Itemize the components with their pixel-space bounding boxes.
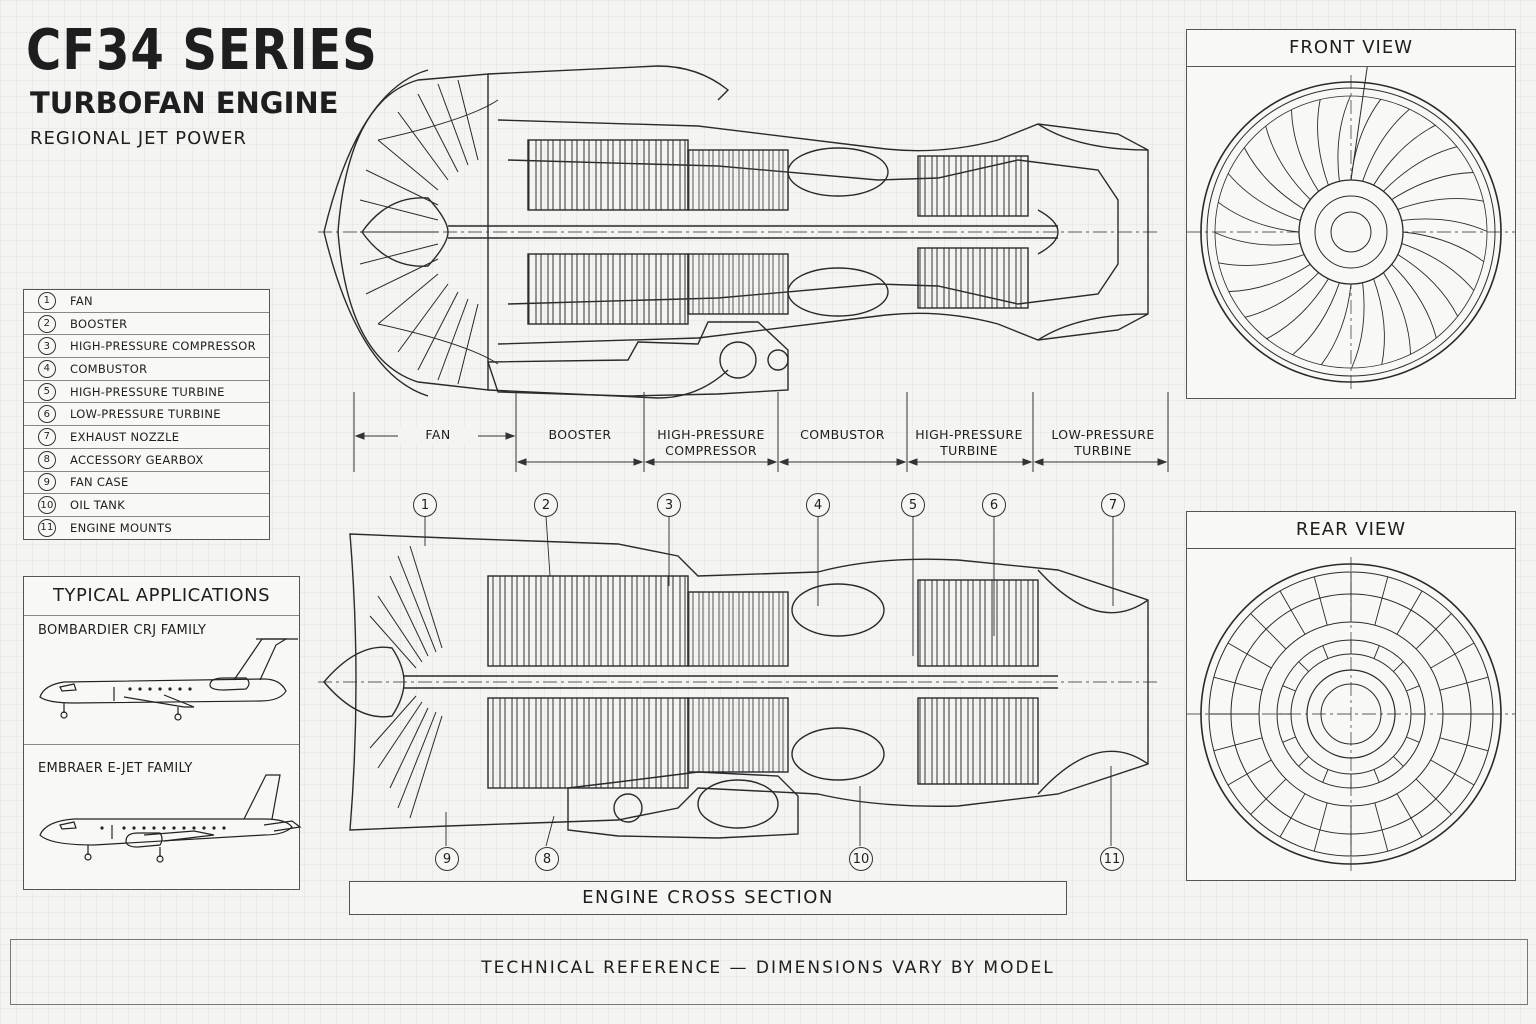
legend-item: 9 FAN CASE xyxy=(24,472,269,495)
callout-7: 7 xyxy=(1101,493,1125,517)
legend-item: 7 EXHAUST NOZZLE xyxy=(24,426,269,449)
ejet-aircraft-icon xyxy=(39,774,302,863)
legend-number: 7 xyxy=(38,427,56,446)
footer-note: TECHNICAL REFERENCE — DIMENSIONS VARY BY… xyxy=(481,958,1055,978)
callout-5: 5 xyxy=(901,493,925,517)
legend-number: 9 xyxy=(38,473,56,492)
footer-frame xyxy=(10,939,1528,1005)
page-tagline: REGIONAL JET POWER xyxy=(30,128,247,149)
legend-number: 4 xyxy=(38,359,56,378)
application-label: EMBRAER E-JET FAMILY xyxy=(38,761,193,776)
front-view-fan-drawing xyxy=(1187,67,1515,392)
divider xyxy=(24,615,299,616)
callout-6: 6 xyxy=(982,493,1006,517)
legend-label: HIGH-PRESSURE TURBINE xyxy=(70,384,225,399)
legend-item: 11 ENGINE MOUNTS xyxy=(24,517,269,539)
callout-3: 3 xyxy=(657,493,681,517)
legend-number: 11 xyxy=(38,518,56,537)
callout-10: 10 xyxy=(849,847,873,871)
legend-label: HIGH-PRESSURE COMPRESSOR xyxy=(70,339,256,354)
applications-panel: TYPICAL APPLICATIONS BOMBARDIER CRJ FAMI… xyxy=(23,576,302,890)
legend-number: 5 xyxy=(38,382,56,401)
legend-item: 1 FAN xyxy=(24,290,269,313)
legend-label: OIL TANK xyxy=(70,498,126,513)
crj-aircraft-icon xyxy=(39,638,298,721)
legend-item: 4 COMBUSTOR xyxy=(24,358,269,381)
legend-label: FAN xyxy=(70,293,93,308)
section-label-booster: BOOSTER xyxy=(548,427,612,442)
front-view-title: FRONT VIEW xyxy=(1187,30,1515,67)
legend-label: FAN CASE xyxy=(70,475,129,490)
section-label-fan: FAN xyxy=(398,427,478,443)
cross-section-label: ENGINE CROSS SECTION xyxy=(349,881,1067,915)
legend-label: ENGINE MOUNTS xyxy=(70,520,172,535)
callout-4: 4 xyxy=(806,493,830,517)
legend-item: 3 HIGH-PRESSURE COMPRESSOR xyxy=(24,335,269,359)
legend-item: 8 ACCESSORY GEARBOX xyxy=(24,449,269,472)
applications-title: TYPICAL APPLICATIONS xyxy=(53,585,270,606)
legend-number: 8 xyxy=(38,450,56,469)
legend-item: 5 HIGH-PRESSURE TURBINE xyxy=(24,381,269,404)
rear-view-title: REAR VIEW xyxy=(1187,512,1515,549)
engine-side-view xyxy=(318,65,1158,399)
legend-number: 6 xyxy=(38,405,56,424)
rear-view-panel: REAR VIEW xyxy=(1186,511,1516,881)
legend-label: ACCESSORY GEARBOX xyxy=(70,452,204,467)
divider xyxy=(24,744,299,745)
legend-number: 2 xyxy=(38,314,56,333)
rear-view-exhaust-drawing xyxy=(1187,557,1515,874)
legend-item: 10 OIL TANK xyxy=(24,494,269,517)
callout-8: 8 xyxy=(535,847,559,871)
section-label-combustor: COMBUSTOR xyxy=(800,427,885,442)
callout-11: 11 xyxy=(1100,847,1124,871)
legend-item: 2 BOOSTER xyxy=(24,313,269,336)
page-subtitle: TURBOFAN ENGINE xyxy=(30,86,339,120)
legend-number: 3 xyxy=(38,337,56,356)
legend-item: 6 LOW-PRESSURE TURBINE xyxy=(24,403,269,427)
engine-cross-section xyxy=(318,516,1158,847)
legend-label: COMBUSTOR xyxy=(70,361,148,376)
legend-label: EXHAUST NOZZLE xyxy=(70,429,180,444)
legend-number: 10 xyxy=(38,496,56,515)
application-label: BOMBARDIER CRJ FAMILY xyxy=(38,623,207,638)
front-view-panel: FRONT VIEW xyxy=(1186,29,1516,399)
legend-label: BOOSTER xyxy=(70,316,128,331)
callout-2: 2 xyxy=(534,493,558,517)
section-dimension-lines xyxy=(353,392,1169,472)
callout-1: 1 xyxy=(413,493,437,517)
legend-number: 1 xyxy=(38,291,56,310)
callout-9: 9 xyxy=(435,847,459,871)
legend-label: LOW-PRESSURE TURBINE xyxy=(70,407,221,422)
page-title: CF34 SERIES xyxy=(26,18,378,83)
